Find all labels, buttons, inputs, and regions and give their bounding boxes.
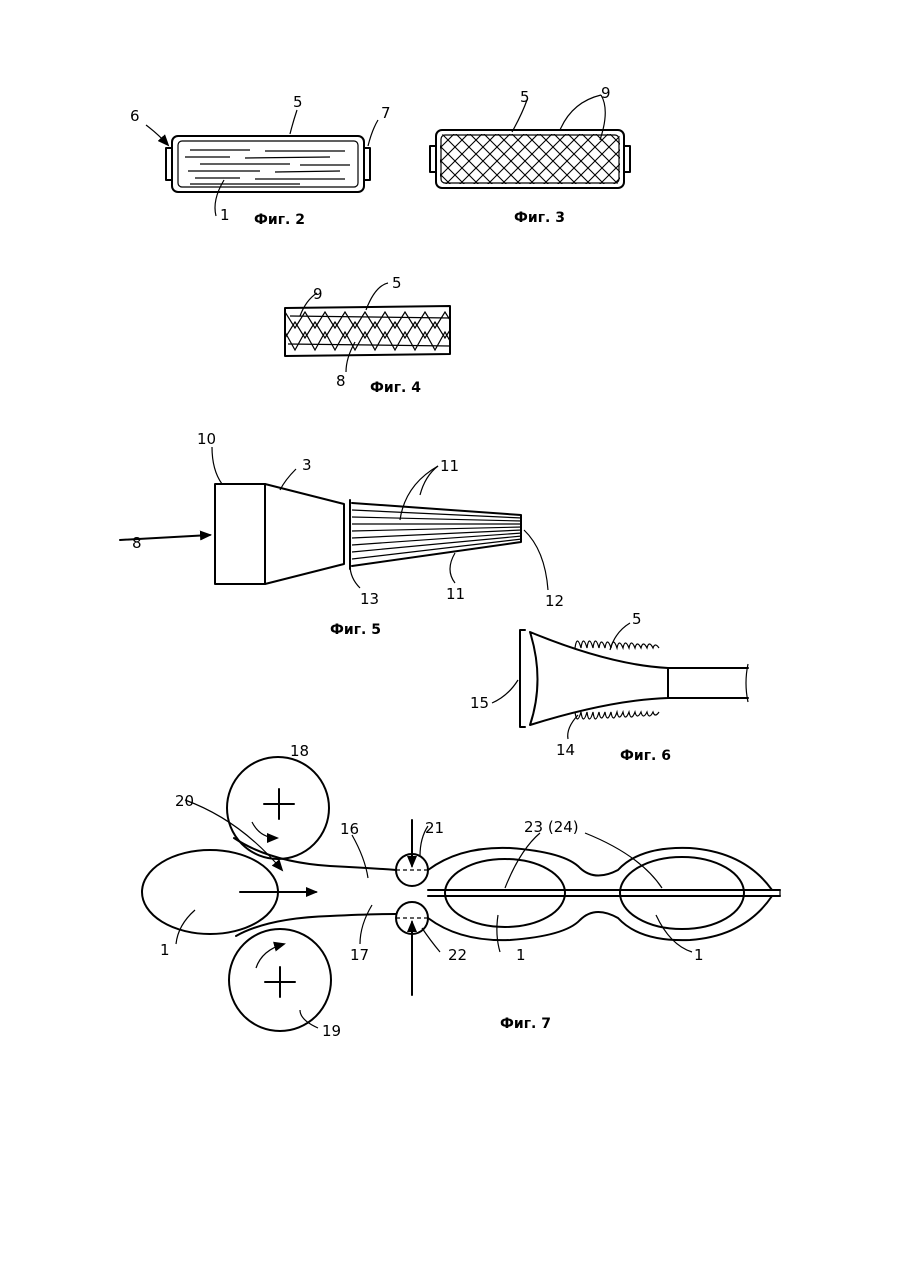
nozzle-cone (265, 484, 344, 584)
pleats-top (575, 641, 659, 648)
label-8: 8 (336, 372, 346, 390)
label-13: 13 (360, 590, 379, 608)
label-17: 17 (350, 946, 369, 964)
label-1: 1 (220, 206, 230, 224)
label-22: 22 (448, 946, 467, 964)
product-packaged-1 (445, 859, 565, 927)
caption-fig-5: Фиг. 5 (330, 622, 381, 638)
label-1-middle: 1 (516, 946, 526, 964)
label-18: 18 (290, 742, 309, 760)
fiber-filling (185, 150, 350, 184)
label-16: 16 (340, 820, 359, 838)
label-10: 10 (197, 430, 216, 448)
label-15: 15 (470, 694, 489, 712)
label-21: 21 (425, 819, 444, 837)
label-5: 5 (293, 93, 303, 111)
film-envelope-top (428, 848, 772, 890)
figure-5: 10 3 11 8 13 11 12 Фиг. 5 (120, 430, 564, 638)
label-9: 9 (313, 285, 323, 303)
product-packaged-2 (620, 857, 744, 929)
zigzag-layers (285, 312, 455, 350)
label-20: 20 (175, 792, 194, 810)
label-6: 6 (130, 107, 140, 125)
pleats-bottom (575, 712, 659, 719)
figure-7: 18 20 21 16 23 (24) 1 17 22 1 1 19 Фиг. … (142, 742, 780, 1040)
tube-stem (668, 668, 748, 698)
figure-2: 6 5 7 1 Фиг. 2 (130, 93, 391, 228)
label-19: 19 (322, 1022, 341, 1040)
label-12: 12 (545, 592, 564, 610)
extruder-body (215, 484, 265, 584)
label-11-bottom: 11 (446, 585, 465, 603)
label-9: 9 (601, 84, 611, 102)
sealed-strip (428, 890, 780, 896)
label-5: 5 (520, 88, 530, 106)
figure-6: 5 15 14 Фиг. 6 (470, 610, 748, 764)
label-5: 5 (392, 274, 402, 292)
caption-fig-3: Фиг. 3 (514, 210, 565, 226)
label-11-top: 11 (440, 457, 459, 475)
mesh-hatch (440, 134, 620, 184)
label-1-left: 1 (160, 941, 170, 959)
film-envelope-bottom (428, 896, 772, 940)
label-7: 7 (381, 104, 391, 122)
label-3: 3 (302, 456, 312, 474)
caption-fig-6: Фиг. 6 (620, 748, 671, 764)
label-8: 8 (132, 534, 142, 552)
figure-4: 9 5 8 Фиг. 4 (285, 274, 455, 396)
label-1-right: 1 (694, 946, 704, 964)
label-23-24: 23 (24) (524, 818, 579, 836)
label-14: 14 (556, 741, 575, 759)
caption-fig-2: Фиг. 2 (254, 212, 305, 228)
caption-fig-7: Фиг. 7 (500, 1016, 551, 1032)
figure-3: 5 9 Фиг. 3 (430, 84, 630, 226)
label-5: 5 (632, 610, 642, 628)
caption-fig-4: Фиг. 4 (370, 380, 421, 396)
